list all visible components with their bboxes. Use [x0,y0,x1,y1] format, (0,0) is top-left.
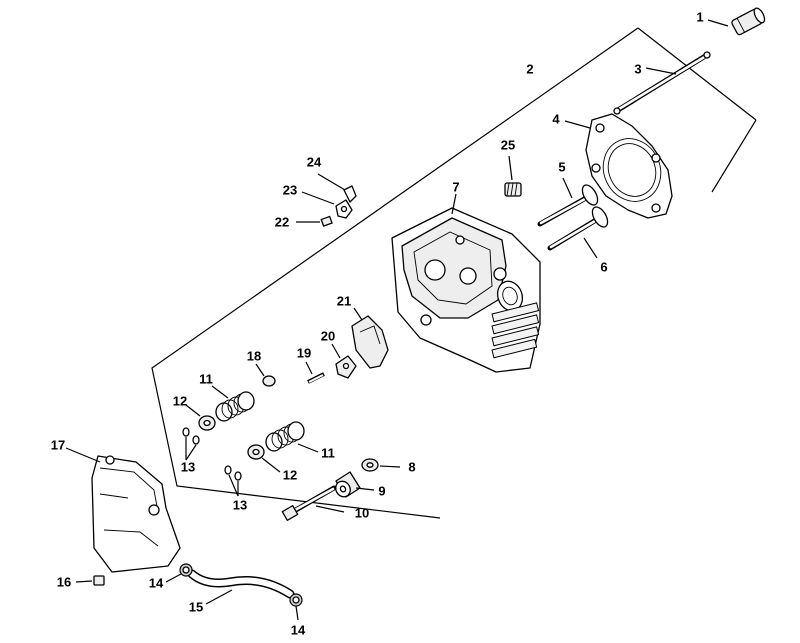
part-22-screw [296,215,333,227]
callout-13-lower: 13 [233,497,247,512]
part-6-valve [547,206,609,259]
part-13-valve-keepers-upper [182,427,200,461]
part-13-valve-keepers-lower [224,465,242,497]
part-1-valve-lifter [707,7,766,36]
callout-1: 1 [696,9,703,24]
callout-7: 7 [452,179,459,194]
callout-6: 6 [600,259,607,274]
callout-13-upper: 13 [181,459,195,474]
callout-9: 9 [378,483,385,498]
callout-16: 16 [57,574,71,589]
callout-23: 23 [283,182,297,197]
callout-12-lower: 12 [283,467,297,482]
callout-22: 22 [275,214,289,229]
callout-11-lower: 11 [321,445,335,460]
part-24-clip [317,173,357,203]
part-11-valve-spring-upper [211,385,255,422]
part-19-adjusting-screw [305,361,325,384]
part-10-head-bolt [281,485,345,521]
callout-14-upper: 14 [149,575,164,590]
callout-25: 25 [501,137,515,152]
callout-12-upper: 12 [173,393,187,408]
part-25-spring [504,155,522,197]
callout-5: 5 [558,159,565,174]
callout-21: 21 [337,293,351,308]
part-18-valve-cap [255,363,276,387]
part-11-valve-spring-lower [265,421,319,453]
callout-2: 2 [526,61,533,76]
callout-14-lower: 14 [291,622,306,637]
part-12-spring-retainer-upper [185,404,216,431]
callout-17: 17 [51,437,65,452]
callout-3: 3 [634,61,641,76]
part-12-spring-retainer-lower [247,444,281,473]
callout-10: 10 [355,505,369,520]
callout-15: 15 [189,599,203,614]
part-4-head-gasket [564,113,673,219]
part-3-push-rod [613,51,711,115]
part-16-cover-screw [75,575,105,586]
part-15-breather-hose [187,569,295,605]
callout-20: 20 [321,328,335,343]
callout-19: 19 [297,345,311,360]
callout-4: 4 [552,111,560,126]
callout-18: 18 [247,348,261,363]
part-17-valve-cover [65,447,181,573]
part-21-rocker-arm [351,307,389,369]
part-7-cylinder-head [391,193,541,373]
part-5-valve [537,177,599,227]
assembly-frame-right-edge [637,27,757,121]
part-9-spacer [335,471,375,498]
part-14-hose-clamp-upper [165,563,193,583]
callout-24: 24 [307,154,322,169]
callout-11-upper: 11 [199,371,213,386]
assembly-frame-right-tail [711,119,757,193]
part-14-hose-clamp-lower [289,593,303,621]
part-23-bracket [301,191,353,219]
part-20-pivot [331,343,357,379]
part-8-washer [361,458,401,472]
callout-8: 8 [408,459,415,474]
